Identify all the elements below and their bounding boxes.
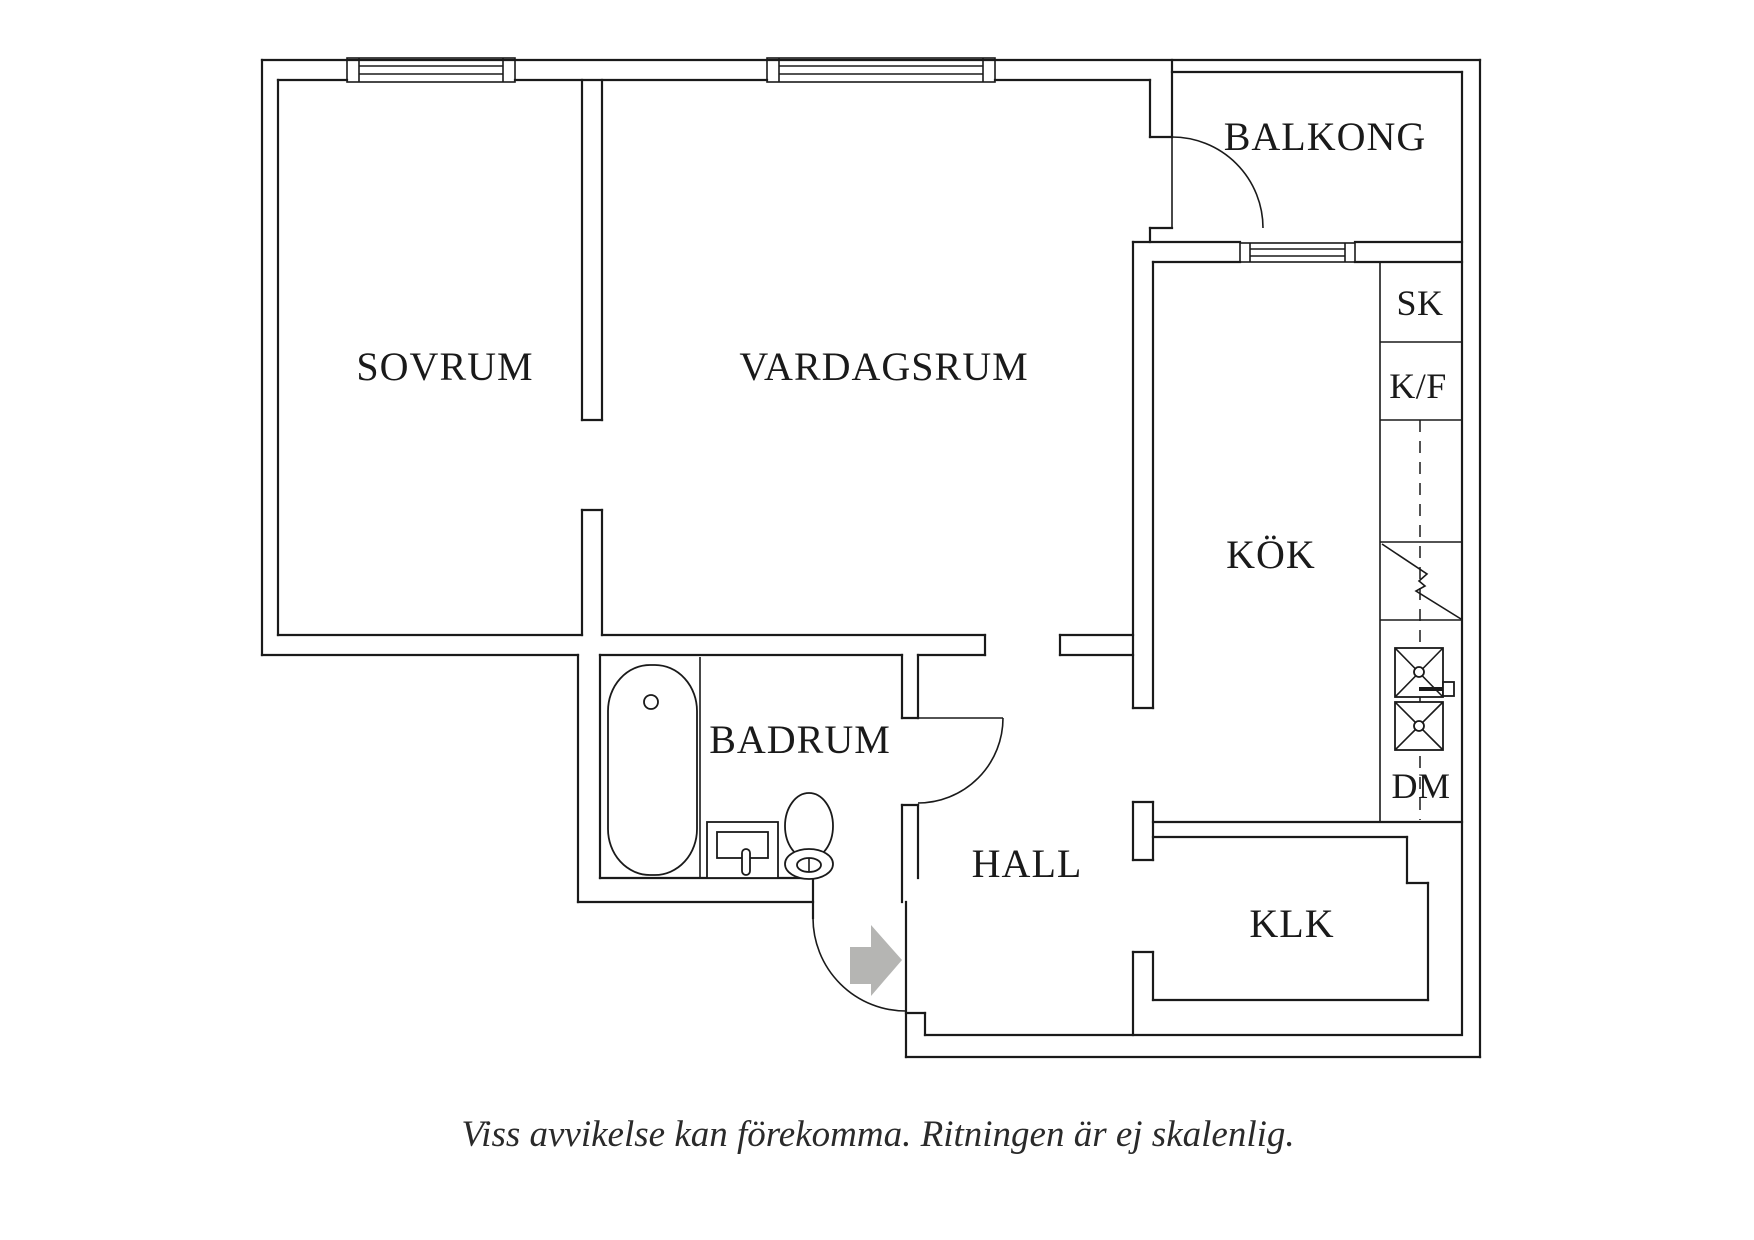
kitchen-window-icon [1239, 242, 1356, 263]
bedroom-window-icon [346, 57, 516, 83]
kitchen-sink-icon [1394, 647, 1455, 751]
room-label-badrum: BADRUM [709, 717, 891, 762]
room-label-balkong: BALKONG [1224, 114, 1427, 159]
bathroom-door-icon [917, 717, 1004, 804]
toilet-icon [784, 792, 834, 880]
doors [812, 136, 1264, 1012]
livingroom-window-icon [766, 57, 996, 83]
room-label-hall: HALL [972, 841, 1083, 886]
kitchen-counter [1379, 262, 1462, 822]
entry-arrow-icon [850, 925, 902, 996]
bathroom-fixtures [607, 657, 834, 880]
windows [346, 57, 1356, 263]
cabinet-label-kf: K/F [1389, 366, 1447, 406]
room-label-kok: KÖK [1226, 532, 1316, 577]
cabinet-label-sk: SK [1396, 283, 1443, 323]
bathtub-icon [607, 664, 698, 876]
entry-door-icon [812, 917, 907, 1012]
walls [260, 58, 1482, 1059]
room-label-vardagsrum: VARDAGSRUM [739, 344, 1028, 389]
disclaimer-caption: Viss avvikelse kan förekomma. Ritningen … [461, 1114, 1294, 1155]
washbasin-icon [706, 821, 779, 879]
balcony-door-icon [1171, 136, 1264, 229]
room-label-klk: KLK [1249, 901, 1334, 946]
cabinet-label-dm: DM [1391, 766, 1450, 806]
room-labels: SOVRUM VARDAGSRUM BALKONG KÖK SK K/F DM … [356, 114, 1450, 946]
stove-icon [1381, 543, 1462, 620]
room-label-sovrum: SOVRUM [356, 344, 533, 389]
